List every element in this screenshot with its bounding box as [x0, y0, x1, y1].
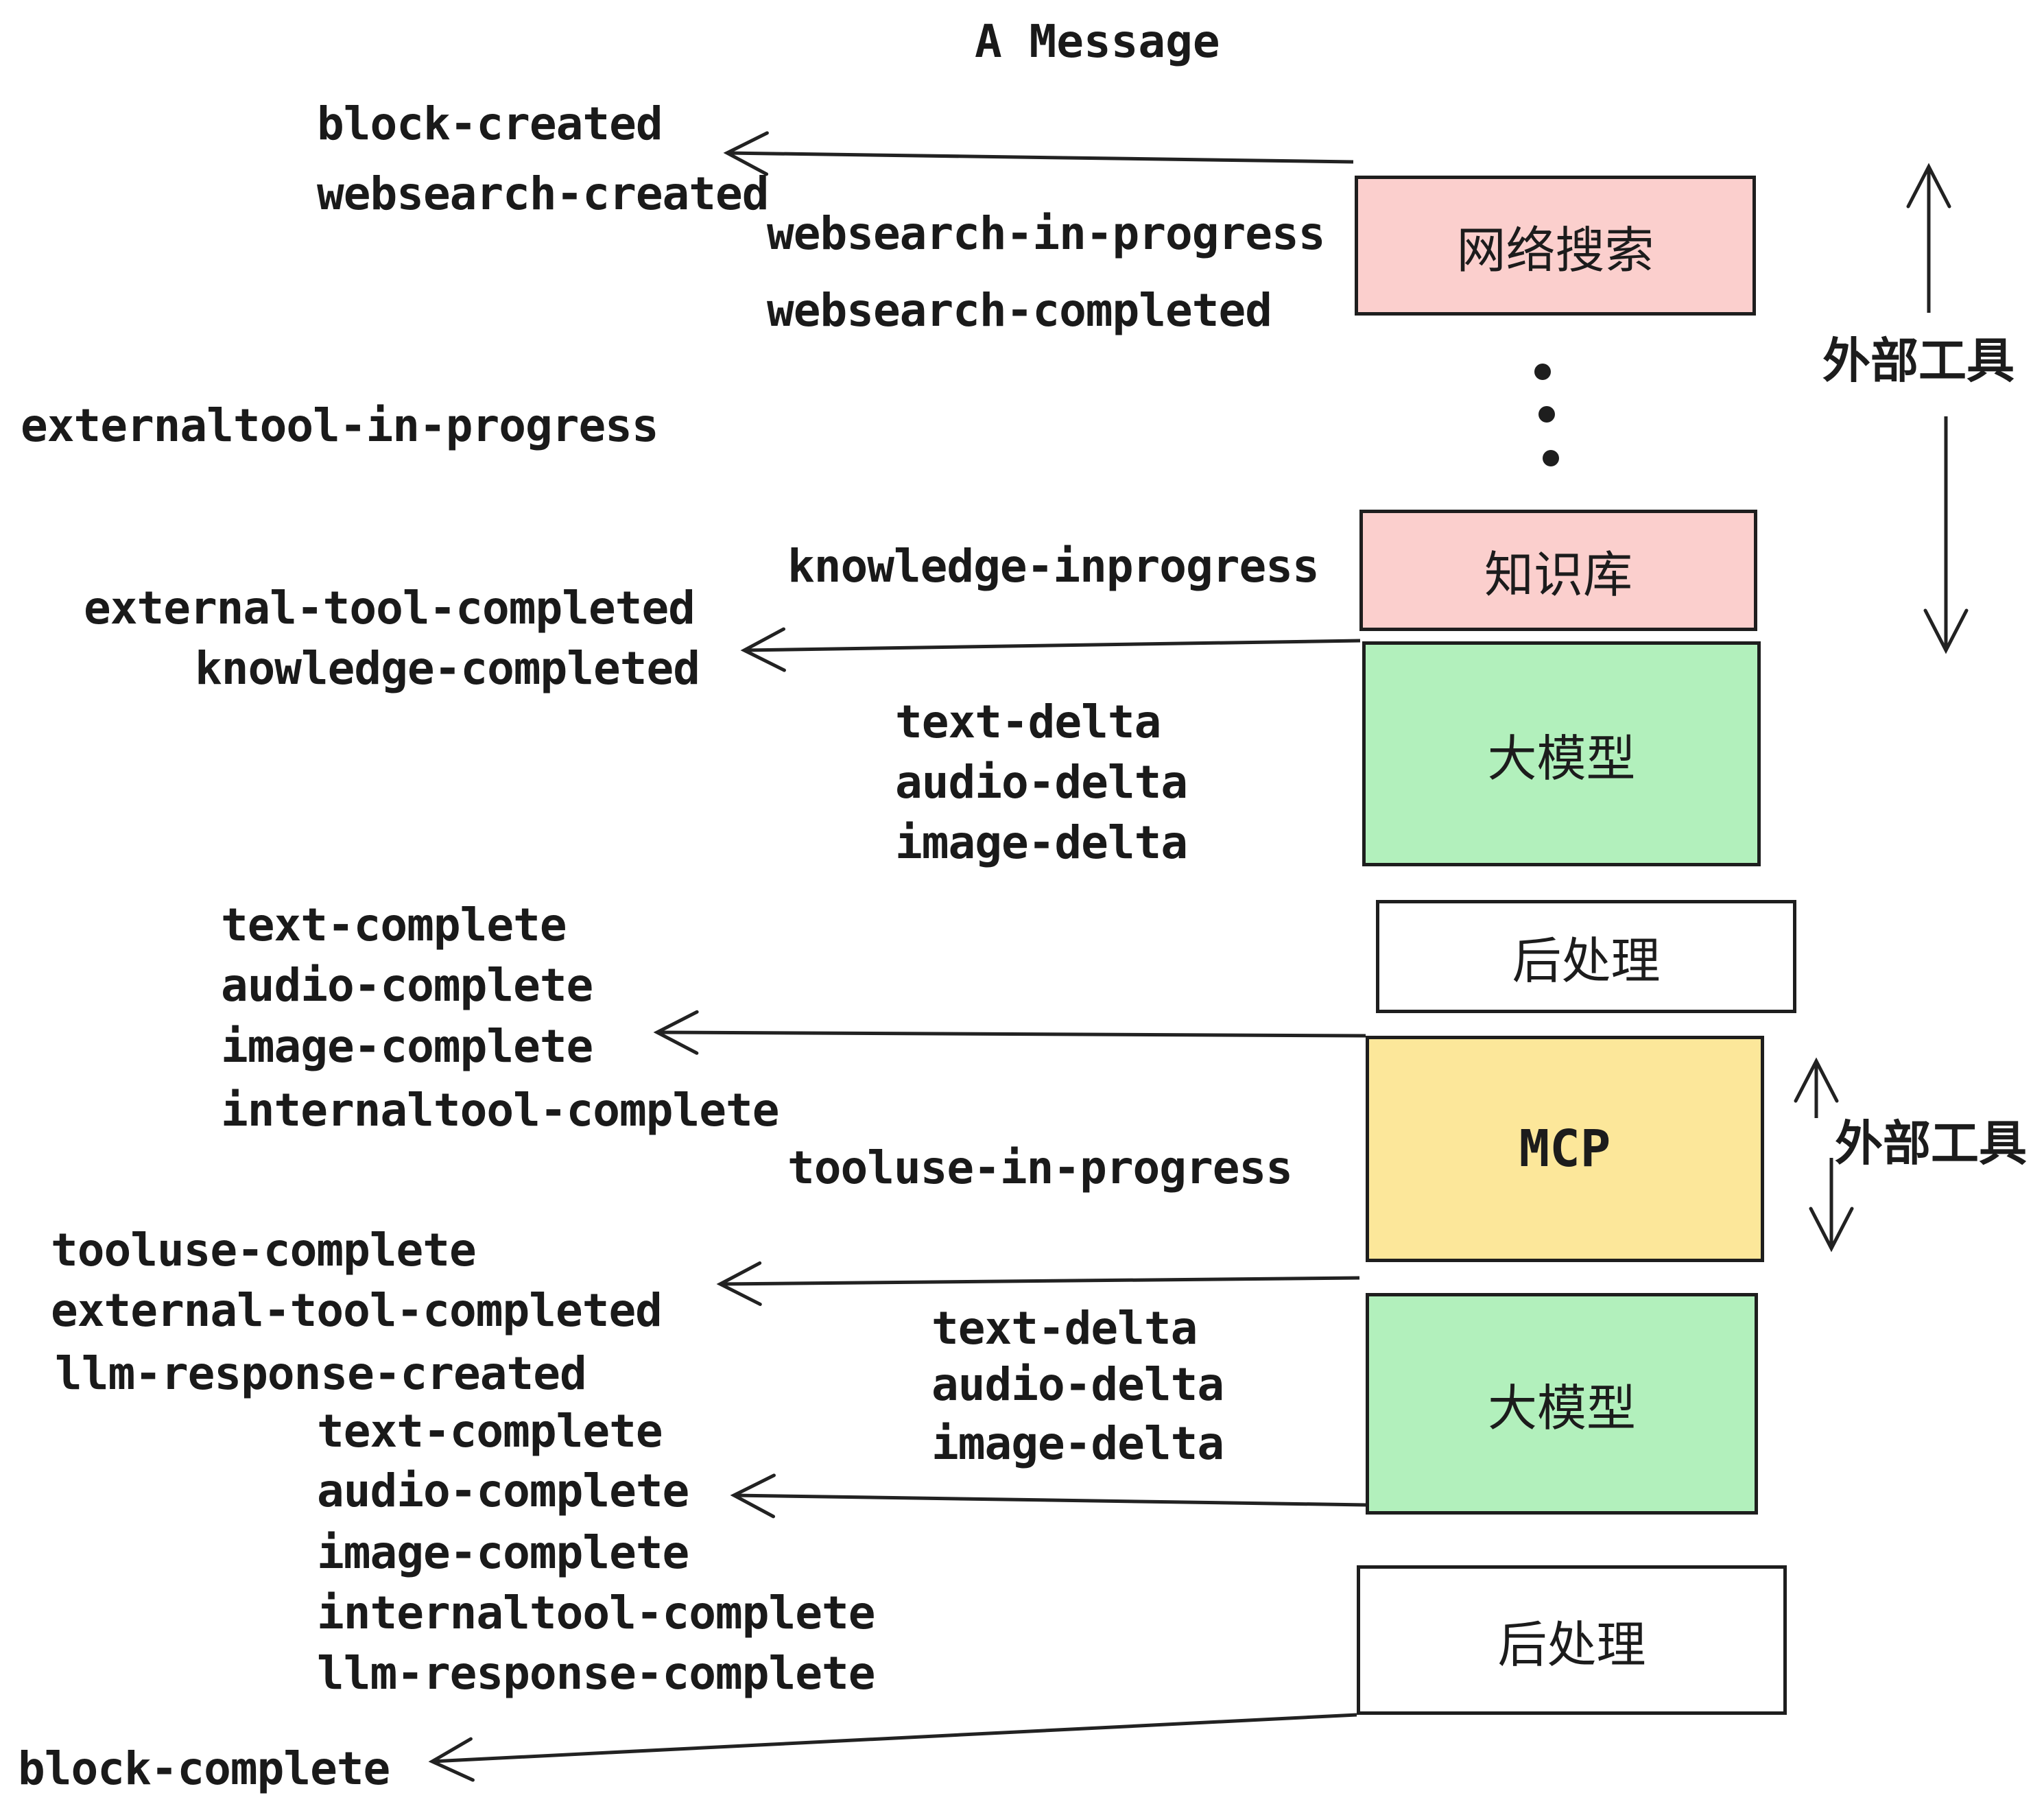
- event-label: image-complete: [221, 1020, 593, 1073]
- event-label: text-delta: [895, 696, 1161, 748]
- event-label: text-complete: [221, 899, 567, 951]
- node-knowledge: 知识库: [1359, 510, 1757, 631]
- node-llm-2: 大模型: [1366, 1293, 1758, 1515]
- ellipsis-dot: [1543, 450, 1559, 466]
- event-label: internaltool-complete: [221, 1084, 779, 1137]
- event-label: external-tool-completed: [51, 1284, 663, 1337]
- ellipsis-dot: [1538, 406, 1555, 423]
- event-label: externaltool-in-progress: [21, 399, 659, 452]
- node-websearch: 网络搜索: [1355, 176, 1756, 316]
- event-label: audio-complete: [221, 959, 593, 1012]
- event-label: knowledge-completed: [195, 642, 700, 695]
- event-label: tooluse-in-progress: [787, 1141, 1293, 1194]
- event-label: audio-complete: [317, 1464, 689, 1517]
- event-label: websearch-created: [317, 167, 770, 220]
- node-label-websearch: 网络搜索: [1456, 223, 1654, 278]
- arrow-tooluse-complete: [716, 1261, 1360, 1306]
- event-label: websearch-completed: [767, 284, 1272, 337]
- event-label: text-delta: [931, 1302, 1198, 1355]
- ellipsis-dot: [1534, 364, 1551, 380]
- node-label-postprocess-2: 后处理: [1497, 1617, 1646, 1673]
- event-label: image-complete: [317, 1526, 689, 1579]
- event-label: block-created: [317, 97, 663, 150]
- event-label: websearch-in-progress: [767, 207, 1325, 260]
- node-mcp: MCP: [1366, 1036, 1764, 1262]
- node-postprocess-1: 后处理: [1376, 900, 1796, 1013]
- event-label: image-delta: [931, 1417, 1224, 1470]
- arrow-block-complete: [428, 1713, 1357, 1782]
- event-label: knowledge-inprogress: [787, 540, 1320, 593]
- node-label-llm-2: 大模型: [1487, 1381, 1636, 1436]
- event-label: llm-response-created: [55, 1347, 587, 1400]
- event-label: audio-delta: [931, 1358, 1224, 1411]
- arrow-image-complete: [653, 1010, 1366, 1055]
- node-label-knowledge: 知识库: [1484, 548, 1632, 603]
- node-label-llm-1: 大模型: [1487, 731, 1636, 787]
- node-label-mcp: MCP: [1519, 1119, 1611, 1178]
- event-label: internaltool-complete: [317, 1587, 875, 1639]
- side-label-external-tools: 外部工具: [1822, 334, 2015, 388]
- event-label: audio-delta: [895, 756, 1188, 809]
- arrow-knowledge-completed: [740, 627, 1361, 672]
- page-title: A Message: [975, 15, 1220, 68]
- event-label: image-delta: [895, 816, 1188, 869]
- event-label: text-complete: [317, 1405, 663, 1458]
- node-label-postprocess-1: 后处理: [1512, 934, 1661, 989]
- side-label-external-tools: 外部工具: [1835, 1117, 2027, 1170]
- arrow-audio-complete: [730, 1473, 1367, 1519]
- event-label: external-tool-completed: [84, 582, 696, 634]
- event-label: tooluse-complete: [51, 1224, 477, 1277]
- event-label: block-complete: [18, 1742, 390, 1795]
- node-llm-1: 大模型: [1362, 641, 1761, 866]
- arrow-websearch-created: [723, 131, 1354, 176]
- event-label: llm-response-complete: [317, 1647, 875, 1700]
- node-postprocess-2: 后处理: [1357, 1565, 1787, 1715]
